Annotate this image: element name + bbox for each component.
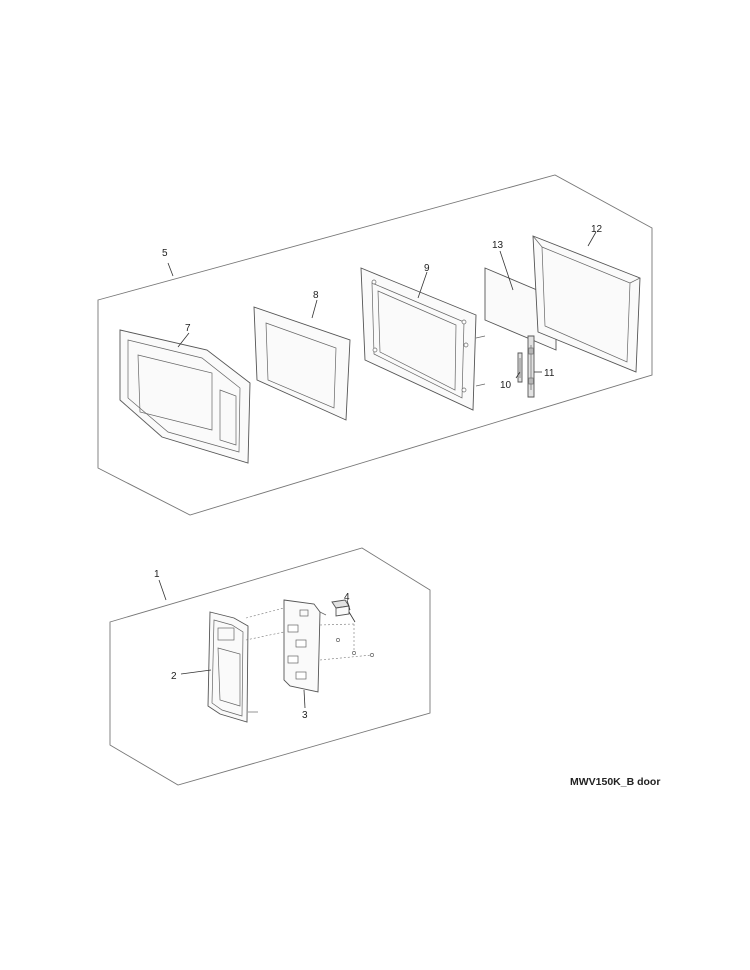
part-4-switch-block: [331, 599, 356, 623]
door-assembly-group: 5 7 8 9 13 12 10 11: [97, 174, 653, 516]
part-12-choke-frame: [532, 235, 641, 373]
control-panel-outline: [109, 547, 431, 786]
callout-7: 7: [185, 323, 191, 334]
callout-1: 1: [154, 569, 160, 580]
callout-8: 8: [313, 290, 319, 301]
callout-11: 11: [544, 368, 555, 379]
callout-4: 4: [344, 592, 350, 603]
callout-13: 13: [492, 240, 504, 251]
callout-5: 5: [162, 248, 168, 259]
part-7-door-frame: [119, 329, 251, 464]
callout-3: 3: [302, 710, 308, 721]
callout-10: 10: [500, 380, 512, 391]
door-assembly-outline: [97, 174, 653, 516]
control-panel-assembly-group: 1 2 3 4: [109, 547, 431, 786]
part-3-pcb-bracket: [283, 599, 327, 693]
callout-2: 2: [171, 671, 177, 682]
callout-9: 9: [424, 263, 430, 274]
part-2-control-panel-frame: [207, 611, 258, 723]
part-9-inner-panel: [360, 267, 486, 411]
callout-12: 12: [591, 224, 603, 235]
part-11-latch-lever: [527, 335, 535, 398]
part-10-latch-hook: [517, 352, 523, 383]
diagram-caption: MWV150K_B door: [570, 776, 660, 788]
part-8-door-glass: [253, 306, 351, 421]
